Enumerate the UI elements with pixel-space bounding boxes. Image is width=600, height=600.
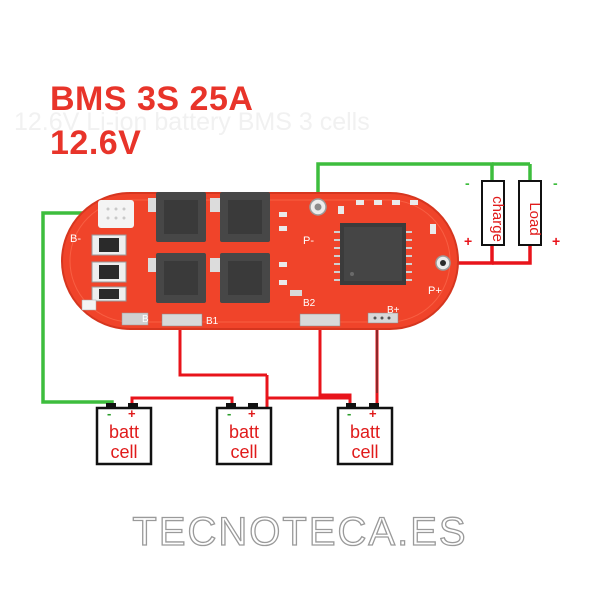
brand-watermark: TECNOTECA.ES (132, 509, 468, 554)
battery-cell-3: - + batt cell (336, 403, 394, 466)
bms-board: B- B (61, 192, 459, 330)
b1-pad (161, 313, 203, 327)
charger-box: charge (481, 180, 506, 246)
battery-cell-2: - + batt cell (215, 403, 273, 466)
load-plus-sign: + (552, 233, 560, 249)
pad-label-b-minus: B- (70, 233, 81, 245)
mosfet (148, 253, 206, 303)
cell-minus-sign: - (227, 406, 231, 421)
charge-plus-sign: + (464, 233, 472, 249)
charge-label: charge (489, 196, 506, 242)
mosfet (210, 192, 270, 242)
wire-p-minus (316, 162, 494, 202)
b-minus-pad (98, 200, 134, 228)
cell-minus-sign: - (107, 406, 111, 421)
load-minus-sign: - (553, 175, 558, 191)
pad-label-p-plus: P+ (428, 285, 442, 297)
pad-label-b1: B1 (206, 316, 219, 327)
b2-pad (299, 313, 341, 327)
cell-label-line2: cell (230, 442, 257, 462)
pad-label-b-plus: B+ (387, 305, 400, 316)
background-watermark: 12.6V Li-ion battery BMS 3 cells (14, 108, 370, 136)
pad-label-b2: B2 (303, 298, 316, 309)
charge-minus-sign: - (465, 175, 470, 191)
title-model: BMS 3S 25A (50, 80, 254, 118)
wire-b2 (318, 327, 352, 410)
battery-cell-1: - + batt cell (95, 403, 153, 466)
bms-controller-ic (334, 223, 412, 285)
cell-plus-sign: + (128, 406, 136, 421)
cell-minus-sign: - (347, 406, 351, 421)
cell-label-line1: batt (109, 422, 139, 442)
load-box: Load (518, 180, 543, 246)
cell-label-line1: batt (350, 422, 380, 442)
wire-b1 (178, 327, 267, 377)
wire-cell2-plus (265, 375, 350, 410)
load-label: Load (526, 202, 543, 235)
title-voltage: 12.6V (50, 124, 142, 162)
cell-plus-sign: + (369, 406, 377, 421)
cell-plus-sign: + (248, 406, 256, 421)
cell-label-line2: cell (351, 442, 378, 462)
cell-label-line1: batt (229, 422, 259, 442)
pad-label-p-minus: P- (303, 235, 314, 247)
mosfet (210, 253, 270, 303)
mosfet (148, 192, 206, 242)
pad-label-b: B (142, 314, 149, 325)
cell-label-line2: cell (110, 442, 137, 462)
